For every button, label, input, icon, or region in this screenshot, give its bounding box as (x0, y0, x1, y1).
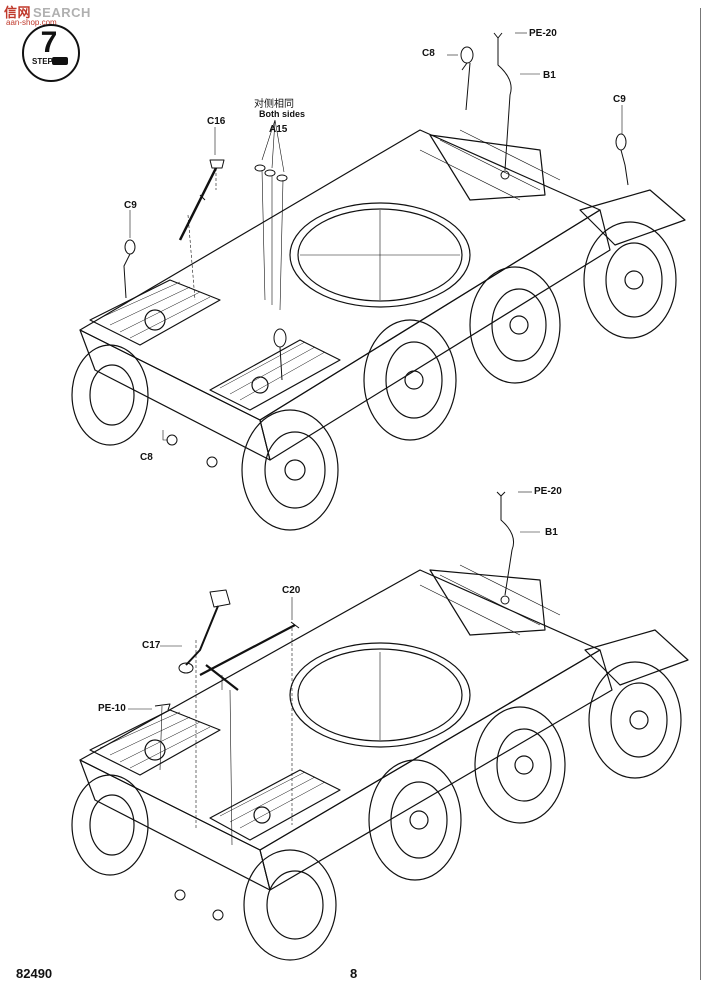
callout-c16: C16 (207, 116, 226, 127)
callout-a15: A15 (269, 124, 288, 135)
page-border (700, 8, 701, 980)
top-leader-lines (129, 32, 623, 441)
callout-c9-right: C9 (613, 94, 626, 105)
watermark-url: aan-shop.com (6, 18, 57, 27)
bottom-vehicle-wheels (71, 629, 689, 961)
step-number: 7 (40, 26, 58, 59)
page-number: 8 (350, 966, 358, 981)
top-vehicle-wheels (71, 189, 686, 531)
callout-c20: C20 (282, 585, 301, 596)
callout-pe20-top: PE-20 (529, 28, 557, 39)
callout-c9-left: C9 (124, 200, 137, 211)
callout-both-sides-en: Both sides (259, 109, 306, 119)
bottom-vehicle-hull (79, 564, 613, 891)
callout-pe20-bottom: PE-20 (534, 486, 562, 497)
top-vehicle-hull (79, 129, 611, 461)
callout-c8-top: C8 (422, 48, 435, 59)
callout-pe10: PE-10 (98, 703, 126, 714)
bottom-leader-lines (128, 491, 540, 710)
callout-both-sides-cn: 对侧相同 (254, 99, 294, 110)
callout-c17: C17 (142, 640, 161, 651)
step-label: STEP (32, 57, 53, 66)
callout-c8-bottom: C8 (140, 452, 153, 463)
tank-icon (52, 57, 68, 65)
callout-b1-bottom: B1 (545, 527, 558, 538)
callout-b1-top: B1 (543, 70, 556, 81)
product-code: 82490 (16, 966, 53, 981)
bottom-parts (154, 491, 515, 921)
top-parts (123, 32, 629, 468)
step-badge (22, 24, 80, 82)
